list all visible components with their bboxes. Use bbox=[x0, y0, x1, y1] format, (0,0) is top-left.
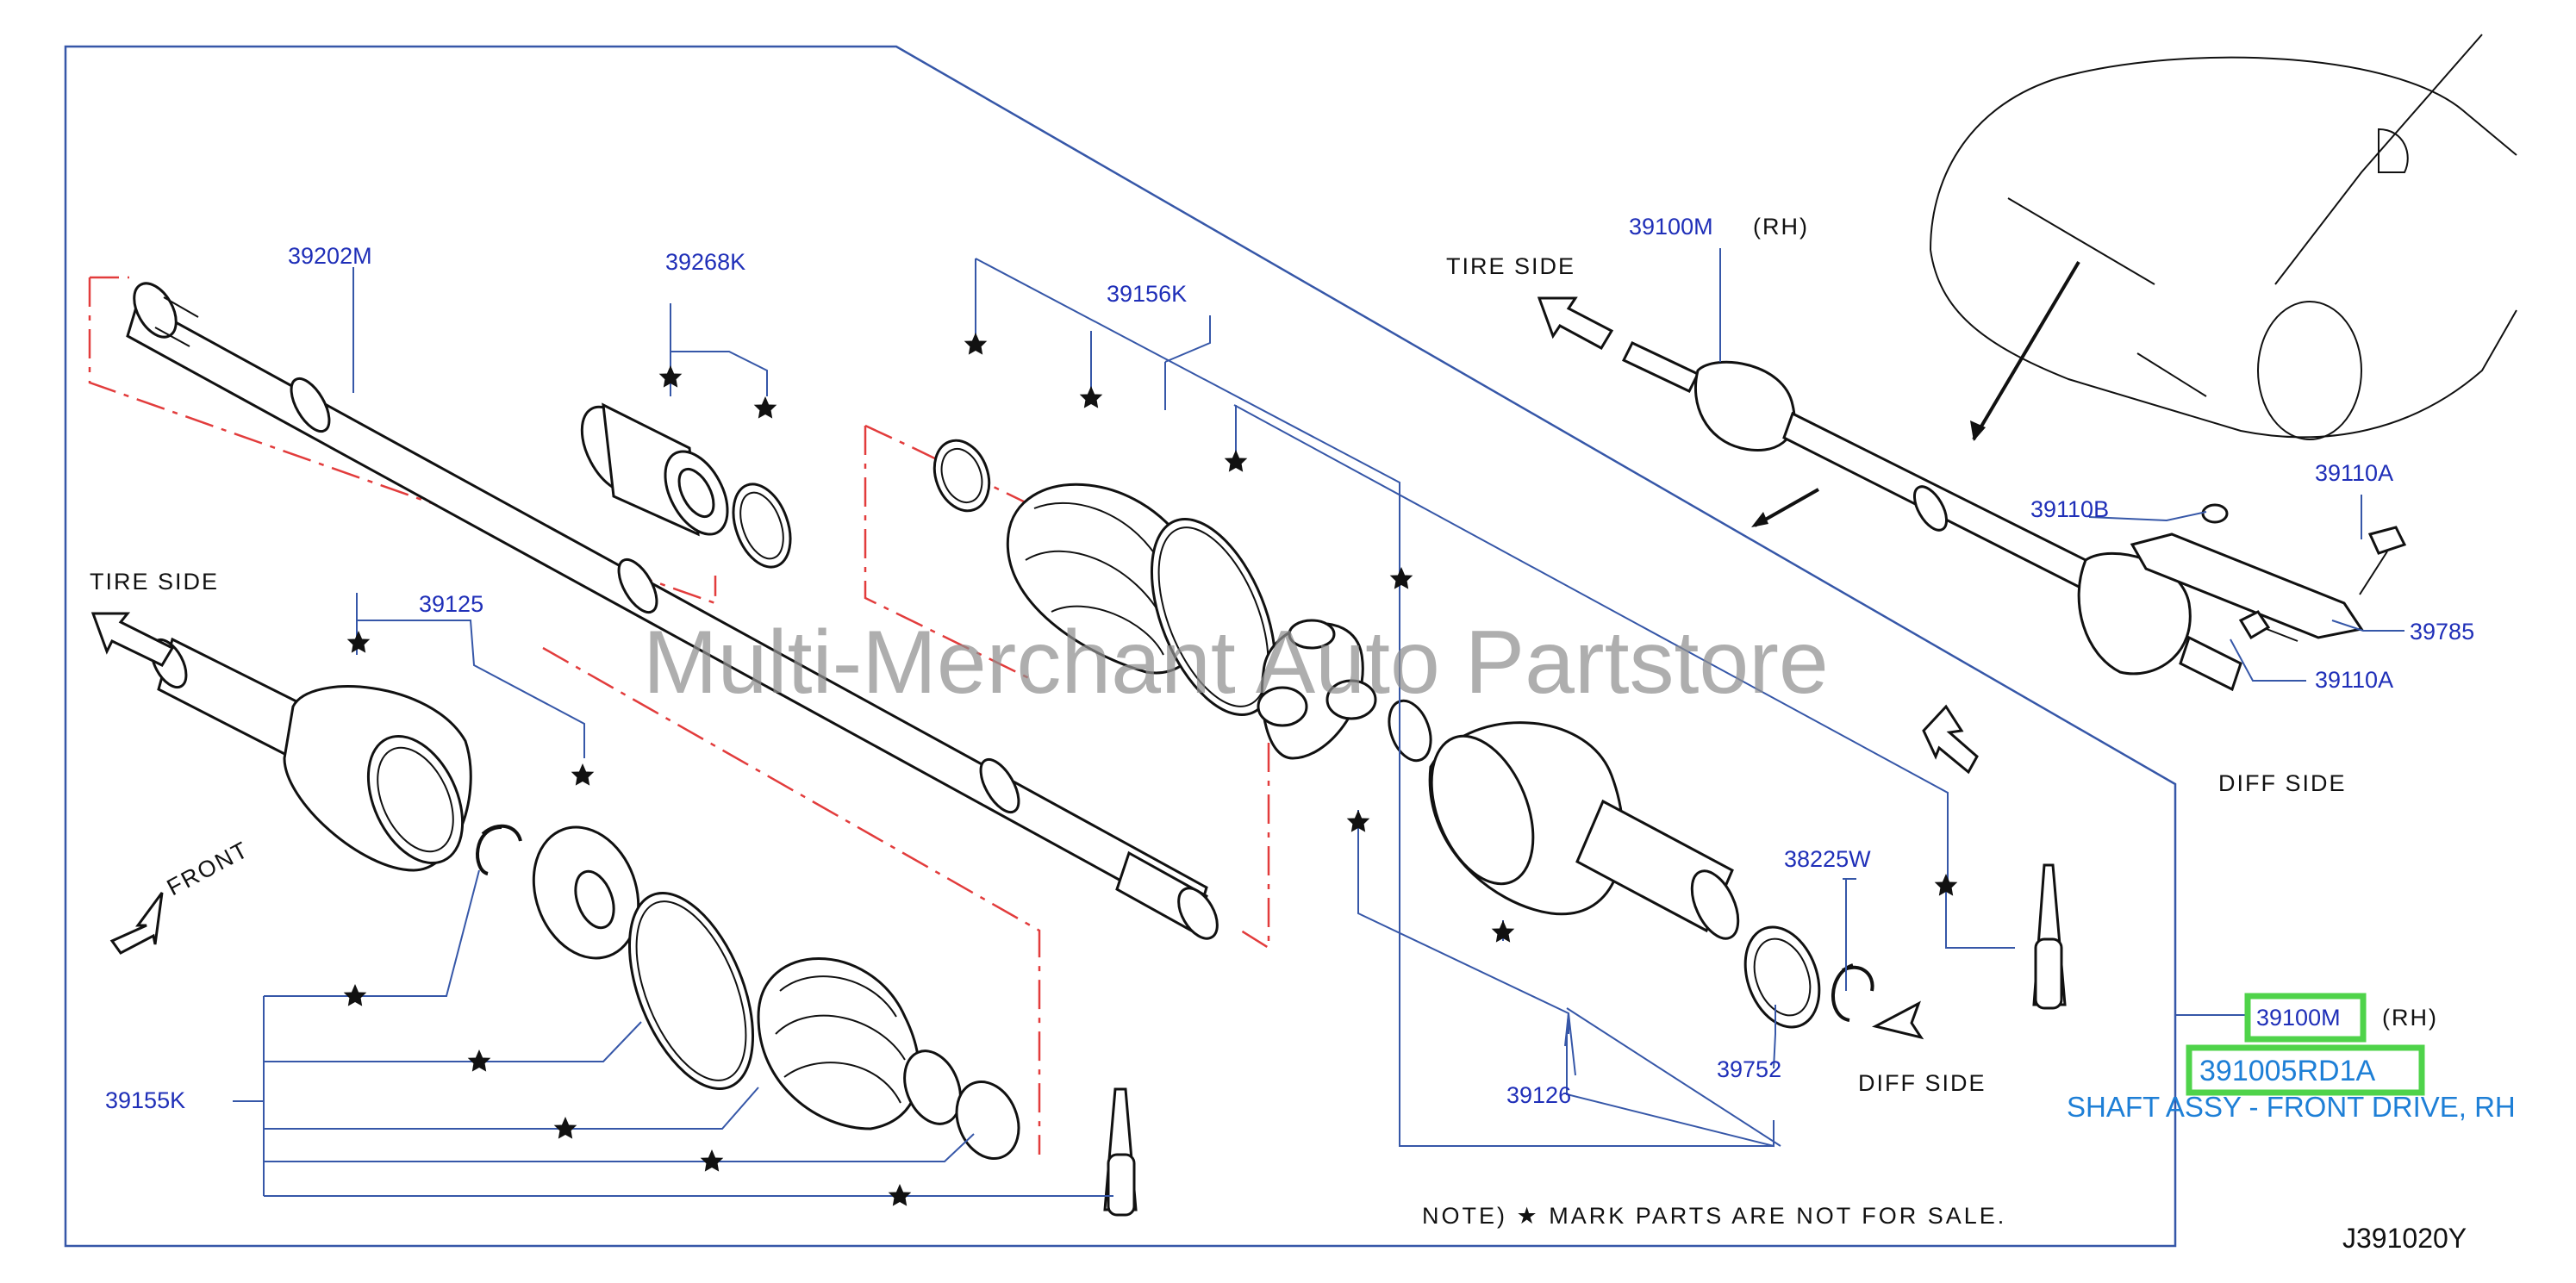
boot-kit-39155K[interactable] bbox=[476, 813, 1138, 1217]
rh-label-bottom: (RH) bbox=[2382, 1005, 2438, 1031]
part-label-39110A-top[interactable]: 39110A bbox=[2315, 460, 2393, 486]
watermark: Multi-Merchant Auto Partstore bbox=[643, 613, 1829, 713]
selected-part-highlight[interactable] bbox=[2186, 1044, 2425, 1096]
vehicle-outline bbox=[1930, 34, 2517, 440]
star-mark-icon bbox=[343, 333, 1958, 1206]
outer-joint-39125[interactable] bbox=[145, 634, 482, 878]
selected-ref-label[interactable]: 39100M bbox=[2256, 1005, 2341, 1031]
part-label-39155K[interactable]: 39155K bbox=[105, 1087, 185, 1113]
part-label-39752[interactable]: 39752 bbox=[1717, 1056, 1781, 1082]
bracket-39785[interactable] bbox=[2130, 503, 2407, 642]
selected-ref-highlight[interactable] bbox=[2244, 993, 2367, 1043]
part-label-39268K[interactable]: 39268K bbox=[665, 249, 745, 275]
part-label-39156K[interactable]: 39156K bbox=[1107, 281, 1187, 307]
diagram-code: J391020Y bbox=[2342, 1223, 2467, 1254]
direction-arrow-icon bbox=[90, 260, 2080, 1040]
tire-side-label-left: TIRE SIDE bbox=[90, 569, 219, 595]
part-label-39110A-bottom[interactable]: 39110A bbox=[2315, 667, 2393, 693]
inner-joint-39126[interactable] bbox=[1412, 721, 2067, 1037]
part-label-39110B[interactable]: 39110B bbox=[2030, 496, 2109, 522]
intermediate-shaft-39202M[interactable] bbox=[126, 277, 1226, 945]
note-not-for-sale: NOTE) ★ MARK PARTS ARE NOT FOR SALE. bbox=[1422, 1203, 2006, 1229]
part-label-39126[interactable]: 39126 bbox=[1506, 1082, 1571, 1108]
front-label: FRONT bbox=[163, 836, 253, 900]
shaft-assembly-39100M[interactable] bbox=[1621, 341, 2242, 692]
part-label-39202M[interactable]: 39202M bbox=[288, 243, 372, 269]
part-label-39100M[interactable]: 39100M bbox=[1629, 214, 1713, 240]
diff-side-label-right: DIFF SIDE bbox=[2218, 770, 2347, 796]
rh-label-top: (RH) bbox=[1753, 214, 1809, 240]
diff-side-label-mid: DIFF SIDE bbox=[1858, 1070, 1987, 1096]
damper-39268K[interactable] bbox=[569, 396, 801, 575]
part-label-39125[interactable]: 39125 bbox=[419, 591, 483, 617]
selected-part-number[interactable]: 391005RD1A bbox=[2199, 1055, 2375, 1087]
boot-kit-39156K[interactable] bbox=[925, 433, 1438, 766]
part-label-39785[interactable]: 39785 bbox=[2410, 619, 2474, 645]
tire-side-label-right: TIRE SIDE bbox=[1446, 253, 1575, 279]
part-label-38225W[interactable]: 38225W bbox=[1784, 846, 1871, 872]
leader-lines bbox=[233, 248, 2404, 1197]
selected-part-description: SHAFT ASSY - FRONT DRIVE, RH bbox=[2067, 1091, 2516, 1123]
